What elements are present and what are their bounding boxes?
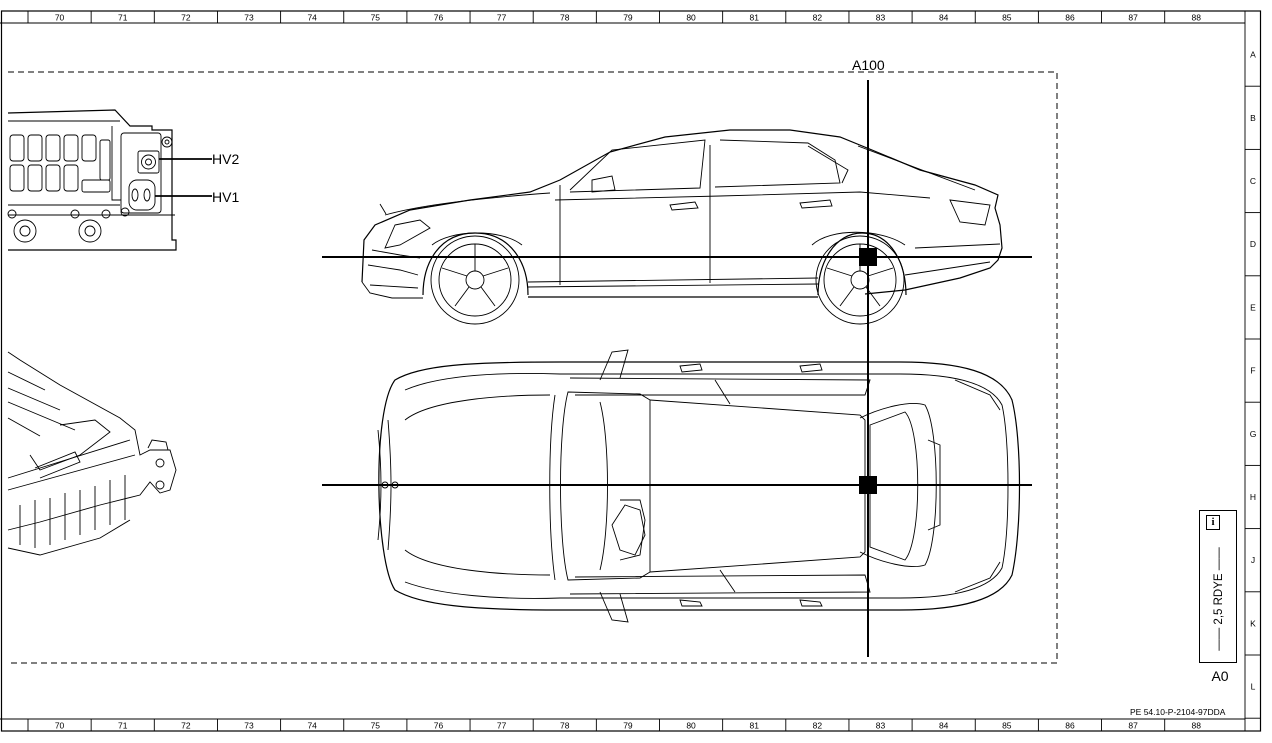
inverter-iso-view <box>7 351 177 556</box>
grid-column-label-top: 73 <box>244 13 254 23</box>
grid-column-label-bottom: 75 <box>371 721 381 731</box>
grid-column-label-bottom: 72 <box>181 721 191 731</box>
grid-row-label: F <box>1250 366 1255 376</box>
grid-column-label-top: 72 <box>181 13 191 23</box>
grid-column-label-bottom: 71 <box>118 721 128 731</box>
grid-row-label: J <box>1251 555 1255 565</box>
sheet-border <box>0 10 1262 732</box>
wire-dash-right: —— <box>1213 547 1225 571</box>
grid-column-label-top: 76 <box>434 13 444 23</box>
grid-column-label-top: 86 <box>1065 13 1075 23</box>
grid-row-label: C <box>1250 176 1256 186</box>
wire-spec: 2,5 RDYE <box>1213 573 1225 625</box>
component-marker-side <box>859 248 877 266</box>
ground-label: A0 <box>1211 668 1229 684</box>
grid-column-label-top: 71 <box>118 13 128 23</box>
grid-column-label-bottom: 82 <box>813 721 823 731</box>
grid-row-label: B <box>1250 113 1256 123</box>
connector-label-hv1: HV1 <box>212 189 239 205</box>
grid-column-label-top: 75 <box>371 13 381 23</box>
grid-column-label-top: 70 <box>55 13 65 23</box>
grid-row-label: D <box>1250 239 1256 249</box>
grid-column-label-top: 78 <box>560 13 570 23</box>
wire-label-box: i —— 2,5 RDYE —— <box>1199 510 1237 663</box>
grid-column-label-bottom: 70 <box>55 721 65 731</box>
grid-column-label-top: 79 <box>623 13 633 23</box>
info-icon[interactable]: i <box>1206 515 1220 530</box>
grid-column-label-bottom: 81 <box>749 721 759 731</box>
row-grid-right: A B C D E F G H J K L <box>1245 50 1261 719</box>
grid-column-label-bottom: 80 <box>686 721 696 731</box>
wire-label: —— 2,5 RDYE —— <box>1213 547 1225 651</box>
grid-column-label-top: 88 <box>1192 13 1202 23</box>
grid-column-label-top: 77 <box>497 13 507 23</box>
grid-row-label: H <box>1250 492 1256 502</box>
grid-row-label: K <box>1250 618 1256 628</box>
grid-column-label-bottom: 74 <box>307 721 317 731</box>
column-grid-bottom: 70 71 72 73 74 75 76 77 78 79 80 81 82 83 84 85 86 87 88 <box>27 719 1202 731</box>
grid-column-label-bottom: 85 <box>1002 721 1012 731</box>
grid-column-label-top: 87 <box>1128 13 1138 23</box>
grid-column-label-bottom: 73 <box>244 721 254 731</box>
grid-column-label-top: 82 <box>813 13 823 23</box>
grid-column-label-bottom: 77 <box>497 721 507 731</box>
grid-column-label-bottom: 78 <box>560 721 570 731</box>
component-boundary <box>8 71 1058 664</box>
vehicle-side-view <box>361 129 1003 325</box>
grid-row-label: G <box>1250 429 1257 439</box>
grid-column-label-bottom: 88 <box>1192 721 1202 731</box>
wire-dash-left: —— <box>1213 627 1225 651</box>
grid-column-label-top: 85 <box>1002 13 1012 23</box>
column-grid-top: 70 71 72 73 74 75 76 77 78 79 80 81 82 83 84 85 86 87 88 <box>27 11 1202 23</box>
grid-column-label-bottom: 79 <box>623 721 633 731</box>
grid-column-label-bottom: 86 <box>1065 721 1075 731</box>
grid-row-label: L <box>1251 682 1256 692</box>
grid-column-label-bottom: 76 <box>434 721 444 731</box>
grid-column-label-top: 83 <box>876 13 886 23</box>
inverter-front-view <box>7 109 212 251</box>
grid-row-label: E <box>1250 302 1256 312</box>
grid-column-label-top: 84 <box>939 13 949 23</box>
grid-column-label-top: 80 <box>686 13 696 23</box>
grid-column-label-bottom: 83 <box>876 721 886 731</box>
component-marker-top <box>859 476 877 494</box>
connector-label-hv2: HV2 <box>212 151 239 167</box>
grid-column-label-bottom: 87 <box>1128 721 1138 731</box>
grid-row-label: A <box>1250 50 1256 60</box>
document-code: PE 54.10-P-2104-97DDA <box>1130 707 1226 717</box>
grid-column-label-top: 74 <box>307 13 317 23</box>
component-label: A100 <box>852 57 885 73</box>
grid-column-label-bottom: 84 <box>939 721 949 731</box>
grid-column-label-top: 81 <box>749 13 759 23</box>
